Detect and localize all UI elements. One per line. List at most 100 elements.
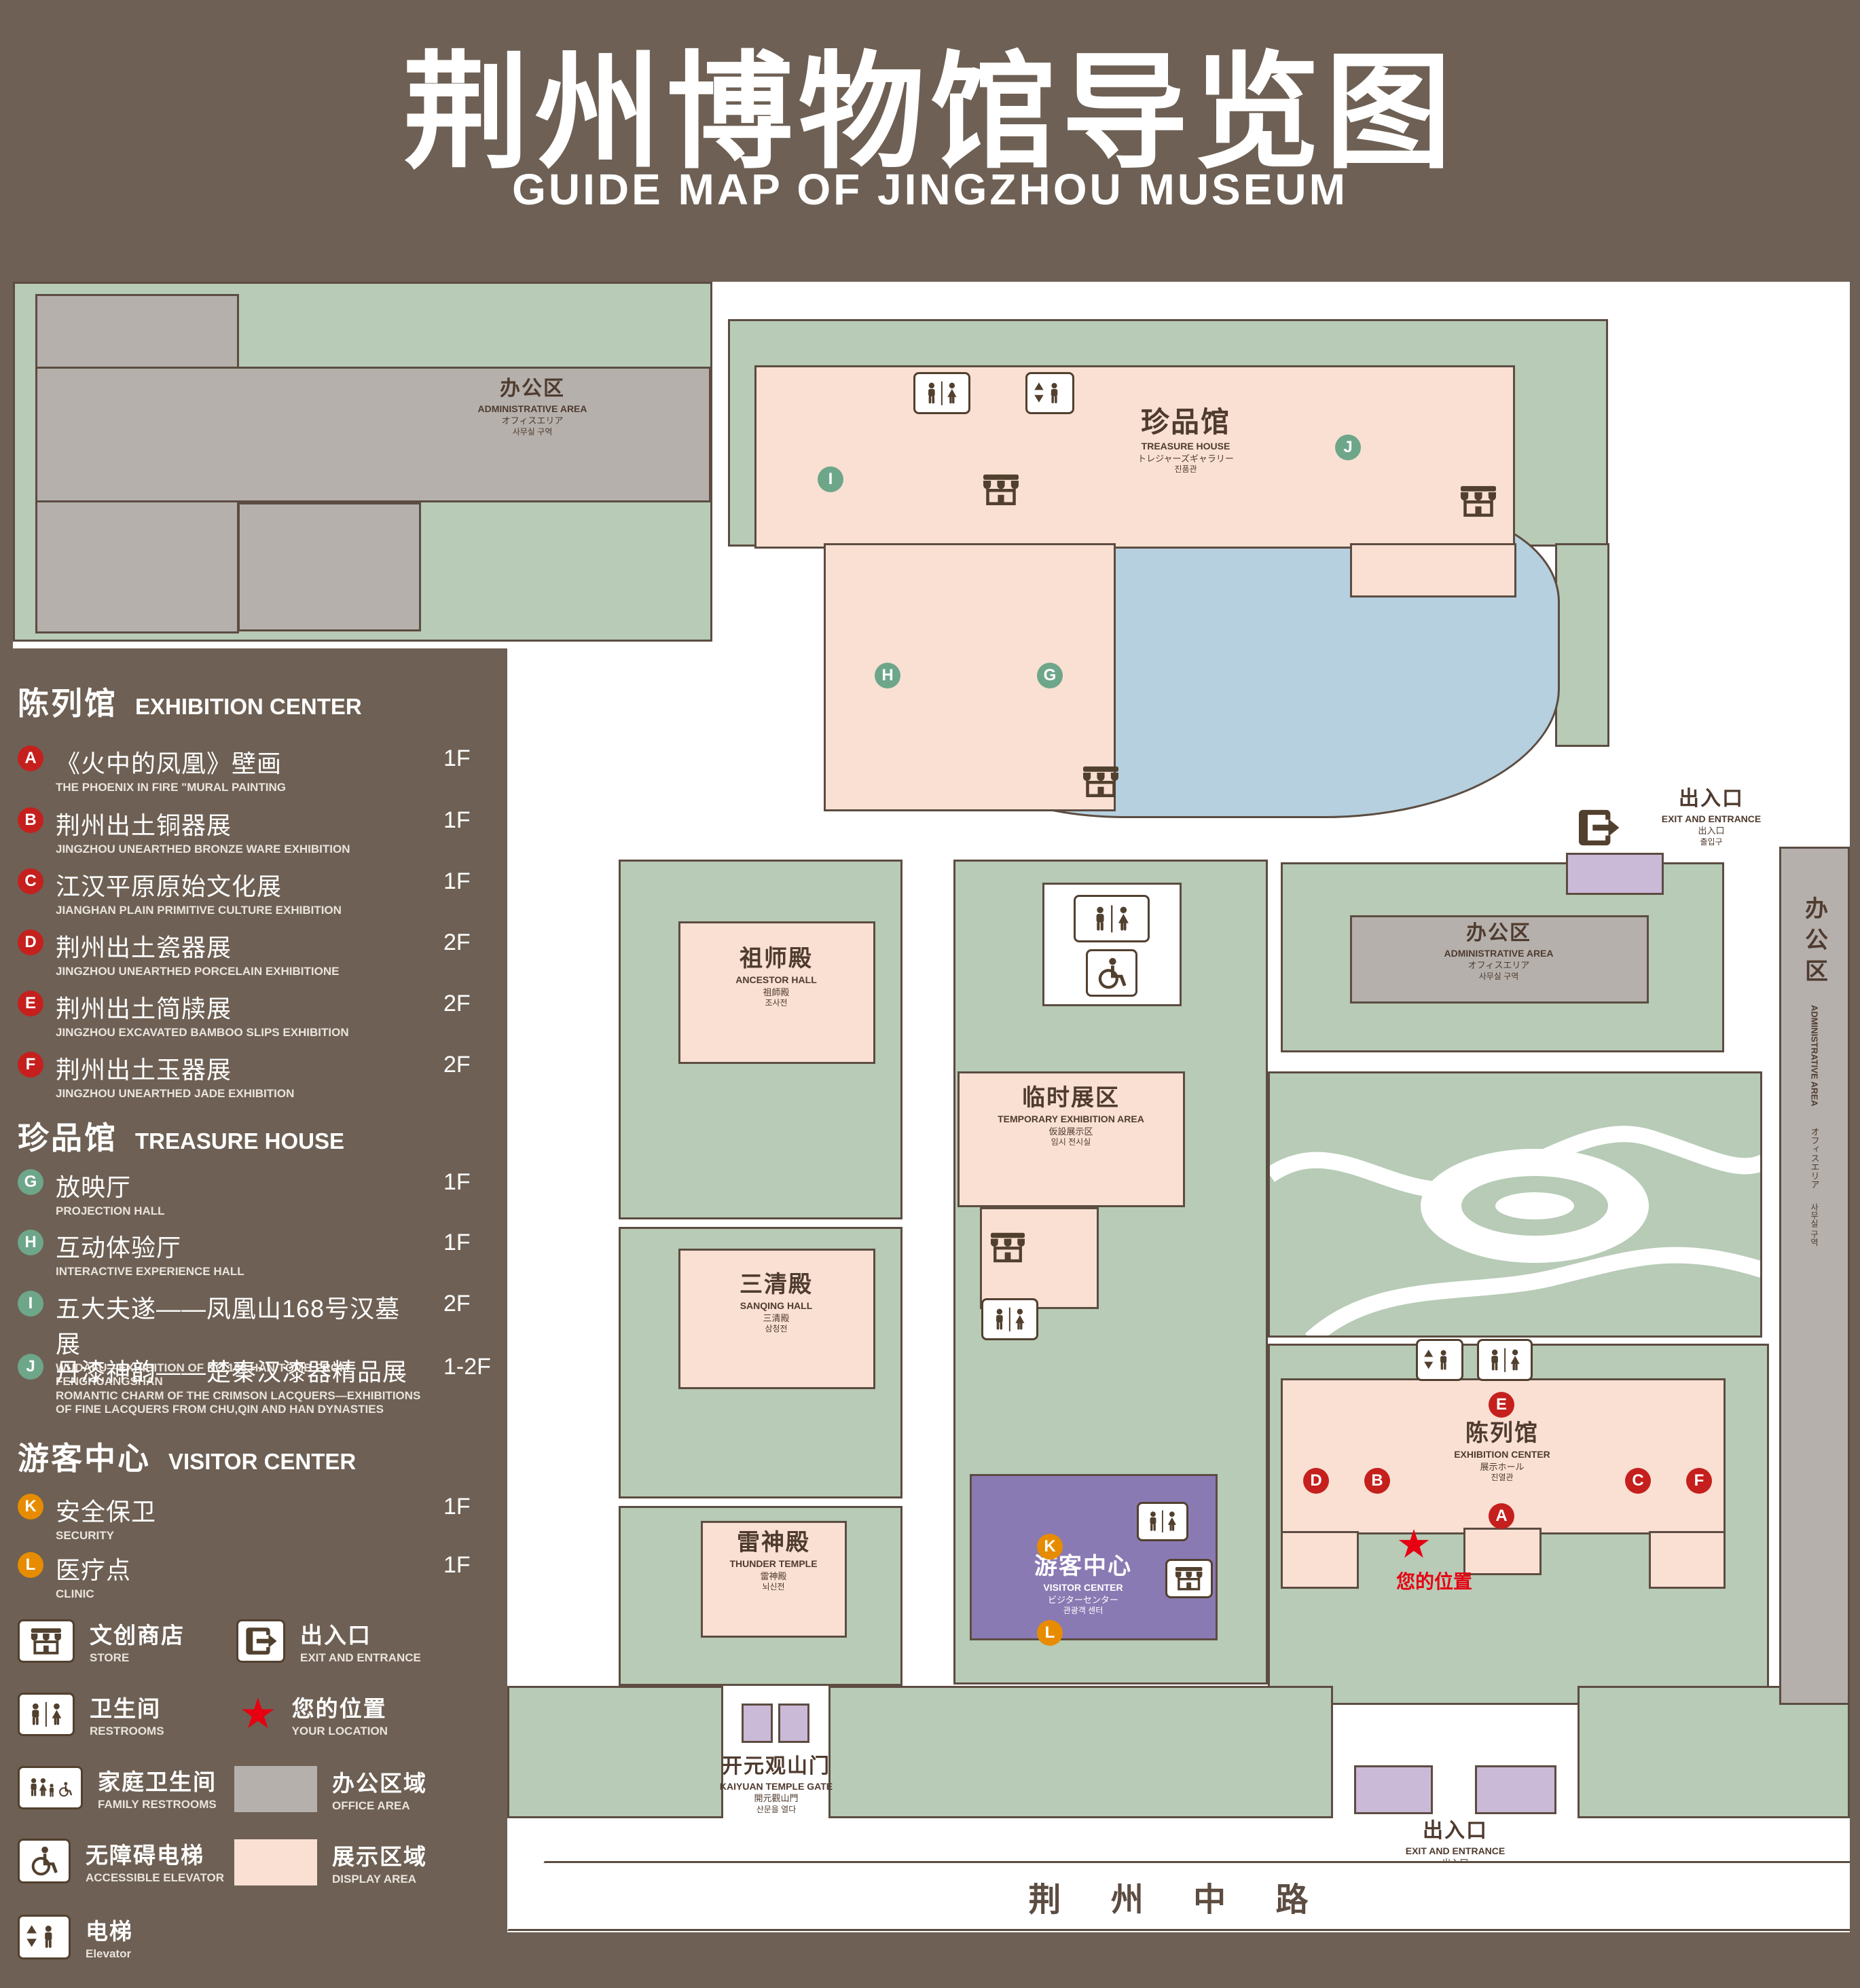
building-visitor-center xyxy=(970,1474,1218,1640)
store-icon xyxy=(1459,483,1498,519)
label-admin-northwest: 办公区 ADMINISTRATIVE AREA オフィスエリア 사무실 구역 xyxy=(477,378,587,437)
page-title: 荆州博物馆导览图 xyxy=(403,43,1457,183)
map-marker-F: F xyxy=(1686,1468,1712,1494)
label-visitor-center: 游客中心 VISITOR CENTER ビジターセンター 관광객 센터 xyxy=(1034,1553,1132,1616)
legend-marker-L: L xyxy=(18,1552,43,1578)
store-icon xyxy=(981,472,1021,507)
lawn-band-south-center xyxy=(828,1686,1333,1818)
office-area-swatch xyxy=(234,1766,317,1812)
legend-marker-A: A xyxy=(18,746,43,771)
label-exit-east: 出入口 EXIT AND ENTRANCE 出入口 출입구 xyxy=(1661,788,1762,847)
legend-marker-E: E xyxy=(18,991,43,1016)
gate-block-east xyxy=(778,1704,809,1743)
map-marker-G: G xyxy=(1037,663,1063,688)
page-subtitle: GUIDE MAP OF JINGZHOU MUSEUM xyxy=(512,165,1348,214)
entrance-block-east xyxy=(1566,853,1664,895)
building-admin-mid xyxy=(1350,915,1649,1004)
lawn-band-south-west xyxy=(507,1686,723,1818)
label-admin-mid: 办公区 ADMINISTRATIVE AREA オフィスエリア 사무실 구역 xyxy=(1444,922,1554,981)
accessible-restroom-icon xyxy=(1086,949,1137,997)
label-kaiyuan-gate: 开元观山门 KAIYUAN TEMPLE GATE 開元觀山門 산문을 열다 xyxy=(719,1755,833,1814)
label-thunder-temple: 雷神殿 THUNDER TEMPLE 雷神殿 뇌신전 xyxy=(729,1530,818,1592)
elevator-icon xyxy=(1416,1339,1463,1381)
garden-paths xyxy=(1270,1126,1760,1336)
building-exhibition-center-west-stub xyxy=(1281,1531,1359,1589)
family-restrooms-icon xyxy=(18,1766,83,1809)
legend-marker-H: H xyxy=(18,1230,43,1255)
map-marker-B: B xyxy=(1364,1468,1390,1494)
label-temp-exhibition: 临时展区 TEMPORARY EXHIBITION AREA 仮設展示区 임시 … xyxy=(998,1085,1144,1147)
store-icon xyxy=(1081,764,1120,799)
store-icon xyxy=(18,1619,75,1663)
exit-icon xyxy=(236,1619,285,1663)
restrooms-icon xyxy=(913,372,970,414)
legend-marker-C: C xyxy=(18,868,43,894)
map-marker-J: J xyxy=(1335,435,1361,460)
building-exhibition-center-east-stub xyxy=(1649,1531,1726,1589)
display-area-swatch xyxy=(234,1839,317,1885)
your-location-star-icon: ★ xyxy=(239,1691,277,1737)
label-ancestor-hall: 祖师殿 ANCESTOR HALL 祖師殿 조사전 xyxy=(735,946,817,1008)
building-treasure-house-main xyxy=(754,365,1515,549)
legend-marker-D: D xyxy=(18,929,43,955)
map-marker-D: D xyxy=(1303,1468,1329,1494)
gate-block-west xyxy=(742,1704,773,1743)
entrance-block-south-east xyxy=(1475,1765,1556,1814)
road-jingzhou-middle: 荆 州 中 路 xyxy=(507,1861,1850,1931)
accessible-elevator-icon xyxy=(18,1839,71,1883)
restrooms-icon xyxy=(1137,1502,1188,1541)
map-marker-I: I xyxy=(818,466,843,492)
restrooms-icon xyxy=(18,1693,75,1736)
map-marker-H: H xyxy=(875,663,900,688)
lawn-zone-pond-east xyxy=(1555,543,1609,747)
label-treasure-house: 珍品馆 TREASURE HOUSE トレジャーズギャラリー 진품관 xyxy=(1137,406,1234,475)
map-marker-L: L xyxy=(1037,1620,1063,1646)
building-treasure-house-west-wing xyxy=(824,543,1116,811)
building-admin-northwest-bar xyxy=(35,367,711,502)
building-treasure-house-east-stub xyxy=(1350,543,1516,597)
your-location-star: ★ xyxy=(1396,1522,1432,1566)
restrooms-icon xyxy=(1477,1339,1533,1381)
building-admin-northwest-annex xyxy=(238,502,421,631)
building-sanqing-hall xyxy=(678,1249,875,1389)
map-marker-C: C xyxy=(1625,1468,1651,1494)
legend-marker-F: F xyxy=(18,1052,43,1078)
legend-marker-I: I xyxy=(18,1291,43,1317)
your-location-label: 您的位置 xyxy=(1396,1571,1472,1592)
map-marker-K: K xyxy=(1037,1534,1063,1560)
elevator-icon xyxy=(18,1915,71,1959)
lawn-zone-garden xyxy=(1268,1071,1762,1338)
restrooms-icon xyxy=(1074,895,1150,942)
building-admin-east-strip: 办公区 ADMINISTRATIVE AREA オフィスエリア 사무실 구역 xyxy=(1779,847,1850,1705)
legend-marker-J: J xyxy=(18,1354,43,1380)
building-temp-exhibition xyxy=(958,1071,1185,1207)
label-sanqing-hall: 三清殿 SANQING HALL 三清殿 삼청전 xyxy=(740,1272,813,1334)
map-marker-E: E xyxy=(1489,1392,1514,1418)
legend-marker-K: K xyxy=(18,1494,43,1520)
label-admin-east: 办公区 ADMINISTRATIVE AREA オフィスエリア 사무실 구역 xyxy=(1801,896,1827,1247)
store-icon xyxy=(989,1230,1027,1264)
store-icon xyxy=(1165,1559,1213,1598)
legend-marker-G: G xyxy=(18,1169,43,1195)
building-thunder-temple xyxy=(701,1521,847,1638)
